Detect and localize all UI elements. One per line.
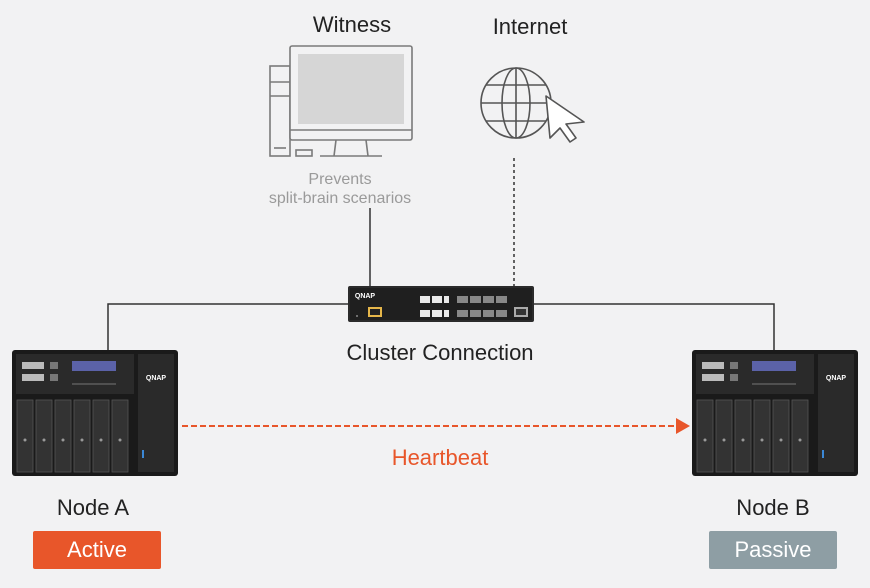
heartbeat-label: Heartbeat	[391, 445, 489, 470]
node-b-link	[534, 303, 775, 352]
witness-caption: Prevents split-brain scenarios	[269, 170, 411, 208]
heartbeat-arrow	[182, 418, 690, 434]
cursor-icon	[545, 95, 585, 143]
witness-caption-line1: Prevents	[308, 171, 372, 188]
connection-lines	[107, 158, 775, 352]
node-a-title: Node A	[56, 495, 130, 520]
witness-title: Witness	[312, 12, 392, 37]
status-badge-passive: Passive	[709, 531, 837, 569]
network-switch	[348, 286, 534, 322]
nas-node-b	[692, 350, 858, 476]
desktop-computer-icon	[269, 45, 413, 157]
cluster-connection-label: Cluster Connection	[346, 340, 534, 365]
node-b-logo: QNAP	[826, 375, 847, 382]
globe-icon	[480, 67, 552, 139]
node-a-link	[107, 303, 350, 352]
status-badge-active: Active	[33, 531, 161, 569]
node-b-title: Node B	[736, 495, 810, 520]
internet-title: Internet	[492, 14, 568, 39]
node-a-logo: QNAP	[146, 375, 167, 382]
nas-node-a	[12, 350, 178, 476]
witness-caption-line2: split-brain scenarios	[268, 190, 412, 207]
switch-logo: QNAP	[355, 293, 376, 300]
